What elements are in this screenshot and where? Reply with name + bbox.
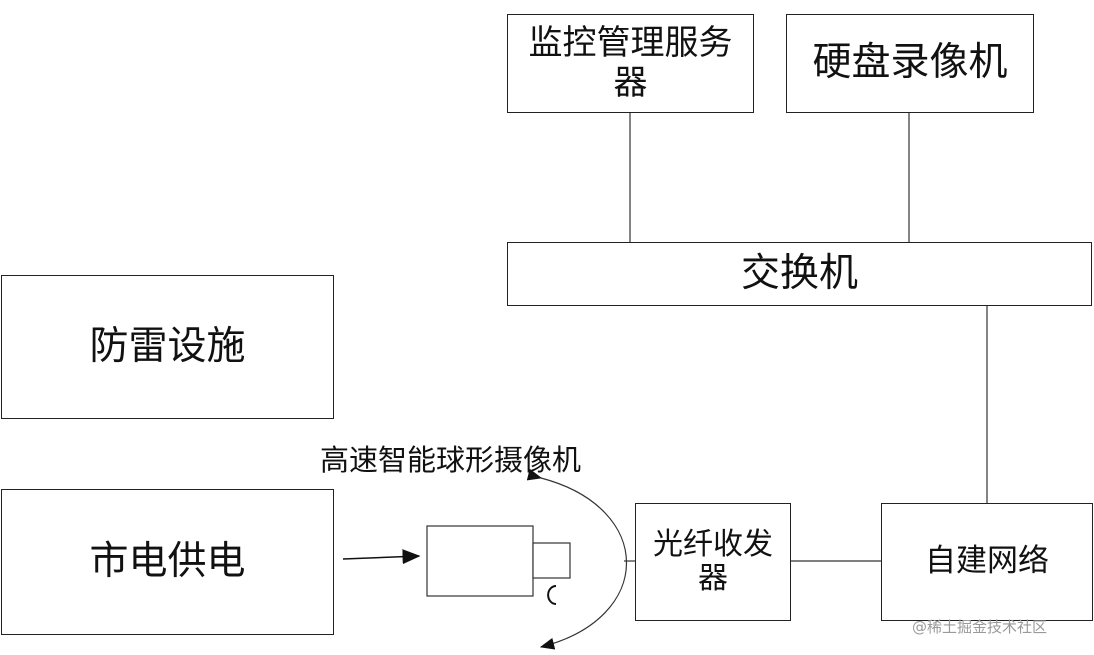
switch-label: 交换机: [740, 250, 858, 296]
lightning-protection-box: 防雷设施: [1, 275, 334, 419]
self-built-network-label: 自建网络: [925, 543, 1049, 580]
watermark: @稀土掘金技术社区: [912, 618, 1048, 636]
mains-power-box: 市电供电: [1, 489, 334, 635]
fiber-transceiver-box: 光纤收发器: [635, 503, 791, 621]
camera-lens: [532, 542, 571, 579]
switch-box: 交换机: [507, 242, 1092, 306]
power-arrow: [342, 549, 421, 565]
lightning-protection-label: 防雷设施: [89, 323, 246, 369]
camera-rotation-icon: [547, 585, 557, 605]
camera-label: 高速智能球形摄像机: [320, 443, 582, 477]
fiber-transceiver-label: 光纤收发器: [653, 526, 773, 596]
camera-body: [426, 525, 534, 597]
mains-power-label: 市电供电: [89, 538, 246, 584]
monitor-server-label: 监控管理服务器: [528, 23, 733, 103]
nvr-box: 硬盘录像机: [786, 14, 1034, 113]
nvr-label: 硬盘录像机: [812, 40, 1008, 86]
pan-tilt-arc: [526, 468, 627, 650]
monitor-server-box: 监控管理服务器: [507, 14, 754, 113]
self-built-network-box: 自建网络: [881, 503, 1093, 621]
